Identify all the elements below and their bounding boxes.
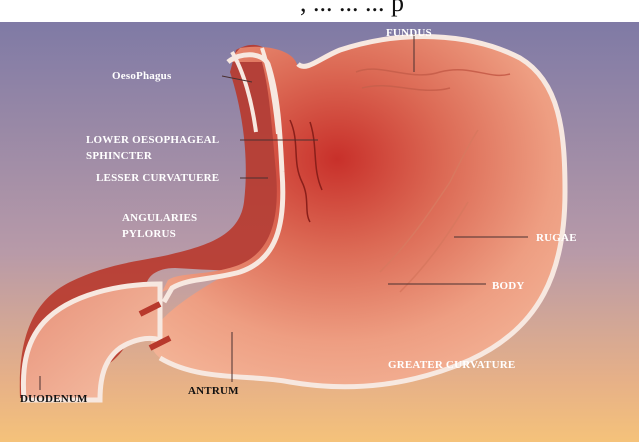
label-greater-curvature: GREATER CURVATURE [388, 359, 515, 371]
top-caption-fragment: , ... ... ... p [300, 0, 404, 18]
label-les-line1: LOWER OESOPHAGEAL [86, 134, 219, 146]
stomach-diagram: FUNDUS OesoPhagus LOWER OESOPHAGEAL SPHI… [0, 22, 639, 442]
label-fundus: FUNDUS [386, 27, 432, 39]
label-angularis-line2: PYLORUS [122, 228, 176, 240]
top-caption-band: , ... ... ... p [0, 0, 639, 24]
label-rugae: RUGAE [536, 232, 577, 244]
label-antrum: ANTRUM [188, 385, 239, 397]
label-duodenum: DUODENUM [20, 393, 88, 405]
label-oesophagus: OesoPhagus [112, 70, 172, 82]
label-body: BODY [492, 280, 525, 292]
label-angularis-line1: ANGULARIES [122, 212, 197, 224]
stomach-diagram-svg: FUNDUS OesoPhagus LOWER OESOPHAGEAL SPHI… [0, 22, 639, 442]
label-les-line2: SPHINCTER [86, 150, 153, 162]
label-lesser-curvature: LESSER CURVATUERE [96, 172, 219, 184]
